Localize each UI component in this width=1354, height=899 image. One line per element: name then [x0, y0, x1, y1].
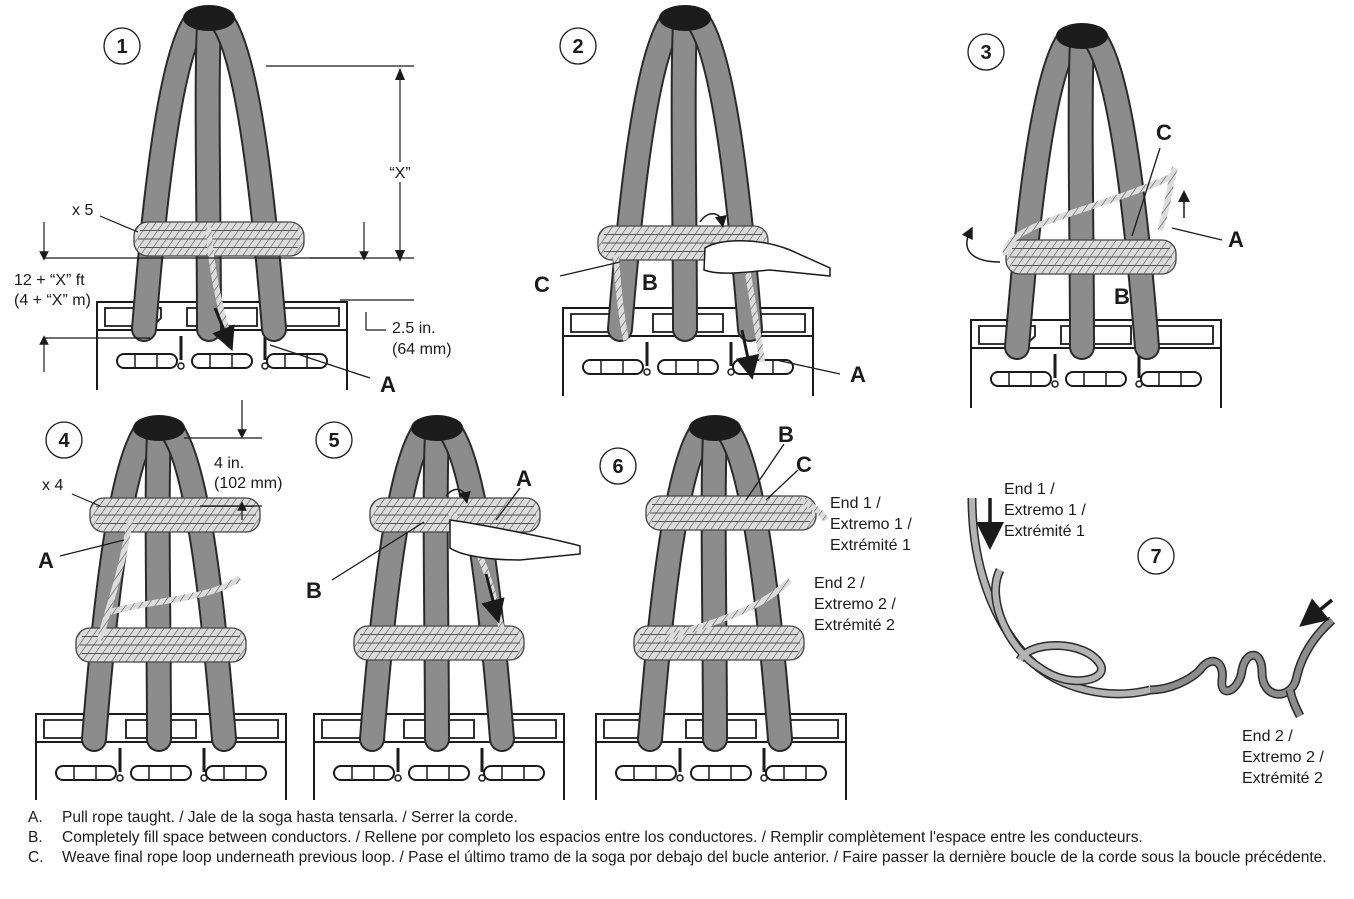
step-3-label-c: C — [1156, 120, 1172, 145]
step-1-gap-metric: (64 mm) — [392, 341, 452, 358]
step-6-label-b: B — [778, 422, 794, 447]
step-4-wrap-count: x 4 — [42, 477, 63, 494]
step-6-end1-en: End 1 / — [830, 495, 881, 512]
step-7-end1-fr: Extrémité 1 — [1004, 523, 1085, 540]
step-7-end1-es: Extremo 1 / — [1004, 502, 1086, 519]
step-6-label-c: C — [796, 452, 812, 477]
step-6-panel: 6 B C End 1 / Extremo 1 / Extrémité 1 En… — [596, 415, 912, 800]
step-5-label-b: B — [306, 578, 322, 603]
legend-item: A. Pull rope taught. / Jale de la soga h… — [28, 808, 1348, 828]
rope-tying-diagram: 1 A x 5 12 + “X” ft (4 + “X” m) “X” 2.5 … — [0, 0, 1354, 800]
legend-key: A. — [28, 808, 62, 828]
step-7-number: 7 — [1150, 546, 1161, 568]
legend-key: C. — [28, 848, 62, 868]
step-1-gap-imperial: 2.5 in. — [392, 320, 436, 337]
step-7-end2-es: Extremo 2 / — [1242, 749, 1324, 766]
step-6-end2-fr: Extrémité 2 — [814, 617, 895, 634]
step-6-number: 6 — [612, 456, 623, 478]
step-4-label-a: A — [38, 548, 54, 573]
step-4-panel: 4 x 4 A 4 in. (102 mm) — [36, 415, 286, 800]
step-1-length-metric: (4 + “X” m) — [14, 292, 91, 309]
step-5-panel: 5 A B — [306, 415, 580, 800]
legend-item: C. Weave final rope loop underneath prev… — [28, 848, 1348, 868]
step-2-label-c: C — [534, 272, 550, 297]
step-1-wrap-count: x 5 — [72, 202, 93, 219]
legend-item: B. Completely fill space between conduct… — [28, 828, 1348, 848]
step-4-gap-metric: (102 mm) — [214, 475, 282, 492]
step-7-panel: 7 End 1 / Extremo 1 / Extrémité 1 End 2 … — [972, 481, 1332, 787]
step-3-label-b: B — [1114, 284, 1130, 309]
step-2-panel: 2 A B C — [534, 5, 866, 396]
step-6-end1-es: Extremo 1 / — [830, 516, 912, 533]
legend-key: B. — [28, 828, 62, 848]
step-6-end2-en: End 2 / — [814, 575, 865, 592]
step-7-end2-fr: Extrémité 2 — [1242, 770, 1323, 787]
step-1-length-imperial: 12 + “X” ft — [14, 272, 85, 289]
step-5-number: 5 — [328, 430, 339, 452]
step-2-label-a: A — [850, 362, 866, 387]
legend: A. Pull rope taught. / Jale de la soga h… — [28, 808, 1348, 868]
step-1-number: 1 — [116, 36, 127, 58]
step-2-label-b: B — [642, 270, 658, 295]
step-3-panel: 3 A C B — [967, 23, 1244, 408]
legend-text: Completely fill space between conductors… — [62, 828, 1348, 848]
step-2-number: 2 — [572, 36, 583, 58]
step-5-label-a: A — [516, 466, 532, 491]
step-7-end2-en: End 2 / — [1242, 728, 1293, 745]
step-3-number: 3 — [980, 42, 991, 64]
step-4-number: 4 — [58, 430, 70, 452]
step-1-label-a: A — [380, 372, 396, 397]
legend-text: Pull rope taught. / Jale de la soga hast… — [62, 808, 1348, 828]
step-3-label-a: A — [1228, 227, 1244, 252]
hand-icon — [704, 241, 830, 276]
step-7-end1-en: End 1 / — [1004, 481, 1055, 498]
step-6-end2-es: Extremo 2 / — [814, 596, 896, 613]
step-6-end1-fr: Extrémité 1 — [830, 537, 911, 554]
step-1-x-dimension: “X” — [389, 165, 410, 182]
step-1-panel: 1 A x 5 12 + “X” ft (4 + “X” m) “X” 2.5 … — [14, 5, 452, 434]
step-4-gap-imperial: 4 in. — [214, 455, 244, 472]
legend-text: Weave final rope loop underneath previou… — [62, 848, 1348, 868]
